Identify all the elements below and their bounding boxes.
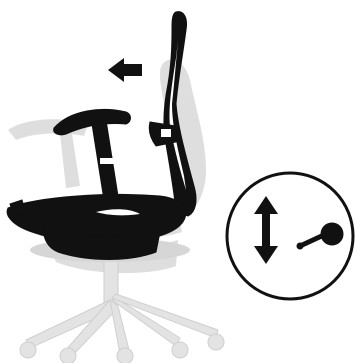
caster-5 xyxy=(208,334,224,350)
caster-2 xyxy=(60,348,76,363)
chair-tilted xyxy=(7,12,196,260)
arrow-left-icon xyxy=(108,58,142,82)
caster-3 xyxy=(117,348,133,363)
armrest-pad xyxy=(54,109,131,134)
caster-4 xyxy=(172,342,188,358)
armrest-post-highlight xyxy=(100,158,116,164)
control-callout xyxy=(227,173,353,299)
lumbar-slot xyxy=(160,128,172,138)
caster-1 xyxy=(20,342,36,358)
